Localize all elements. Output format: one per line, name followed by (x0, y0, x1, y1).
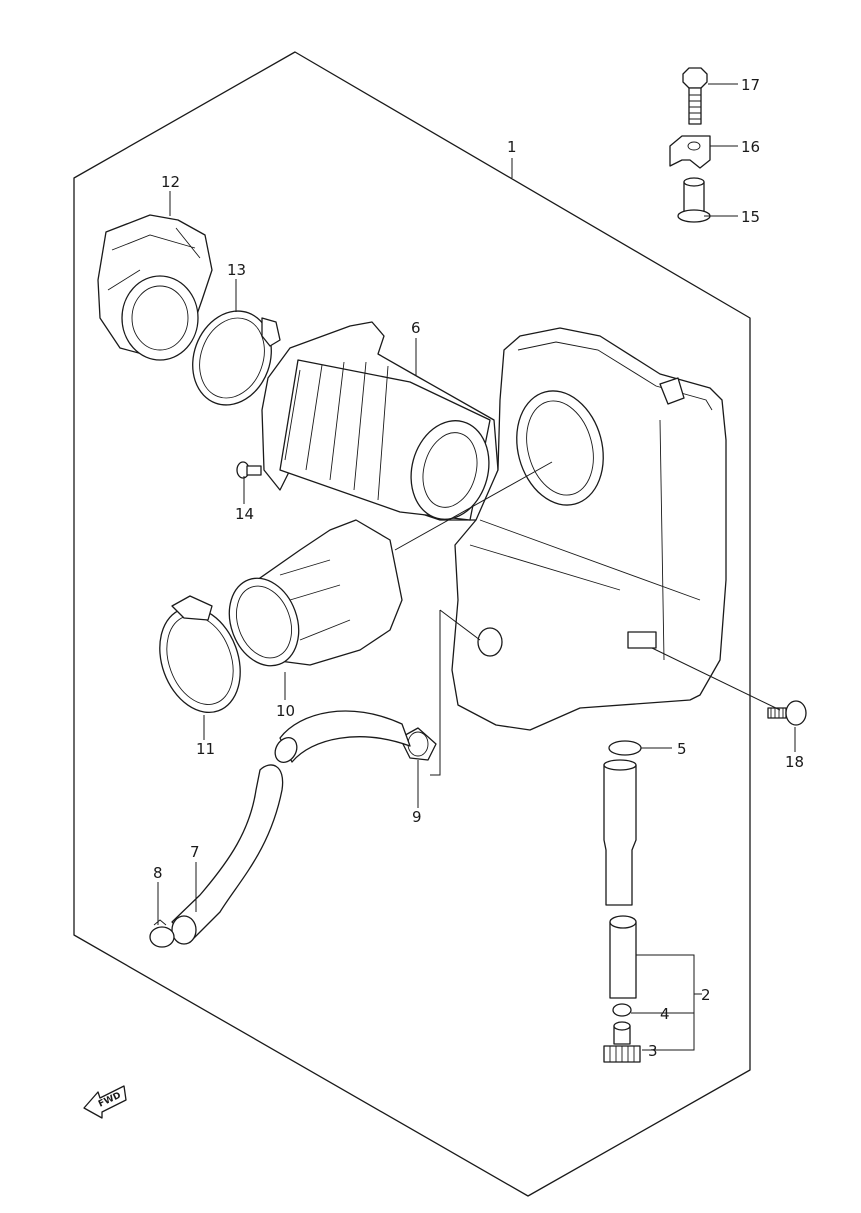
label-13: 13 (227, 261, 246, 279)
label-10: 10 (276, 702, 295, 720)
clip-8 (149, 919, 175, 948)
collar-15 (677, 177, 711, 223)
breather-hose-upper (274, 710, 411, 763)
label-3: 3 (648, 1042, 658, 1060)
label-4: 4 (660, 1005, 670, 1023)
hose-7 (171, 764, 284, 945)
label-7: 7 (190, 843, 200, 861)
label-15: 15 (741, 208, 760, 226)
fwd-arrow-icon (83, 1085, 127, 1119)
bracket-16 (669, 135, 711, 169)
assembly-boundary (73, 51, 751, 1197)
label-11: 11 (196, 740, 215, 758)
screw-14 (236, 461, 262, 479)
clamp-11 (159, 595, 241, 714)
clip-4 (612, 1003, 632, 1017)
label-17: 17 (741, 76, 760, 94)
air-cleaner-case-1 (451, 327, 727, 731)
cap-3 (603, 1021, 641, 1063)
clamp-9 (399, 727, 437, 761)
label-12: 12 (161, 173, 180, 191)
label-14: 14 (235, 505, 254, 523)
label-5: 5 (677, 740, 687, 758)
filter-element-6 (261, 321, 499, 521)
label-6: 6 (411, 319, 421, 337)
label-2: 2 (701, 986, 711, 1004)
intake-duct-12 (97, 214, 213, 361)
label-16: 16 (741, 138, 760, 156)
bolt-18 (767, 700, 807, 726)
leader-lines (157, 83, 796, 1051)
intake-pipe-10 (228, 519, 403, 667)
label-18: 18 (785, 753, 804, 771)
bolt-17 (682, 67, 708, 125)
label-8: 8 (153, 864, 163, 882)
drain-tube (603, 759, 637, 906)
clip-5 (608, 740, 642, 756)
clamp-13 (192, 310, 281, 406)
label-9: 9 (412, 808, 422, 826)
drain-hose-2 (609, 915, 637, 999)
label-1: 1 (507, 138, 517, 156)
